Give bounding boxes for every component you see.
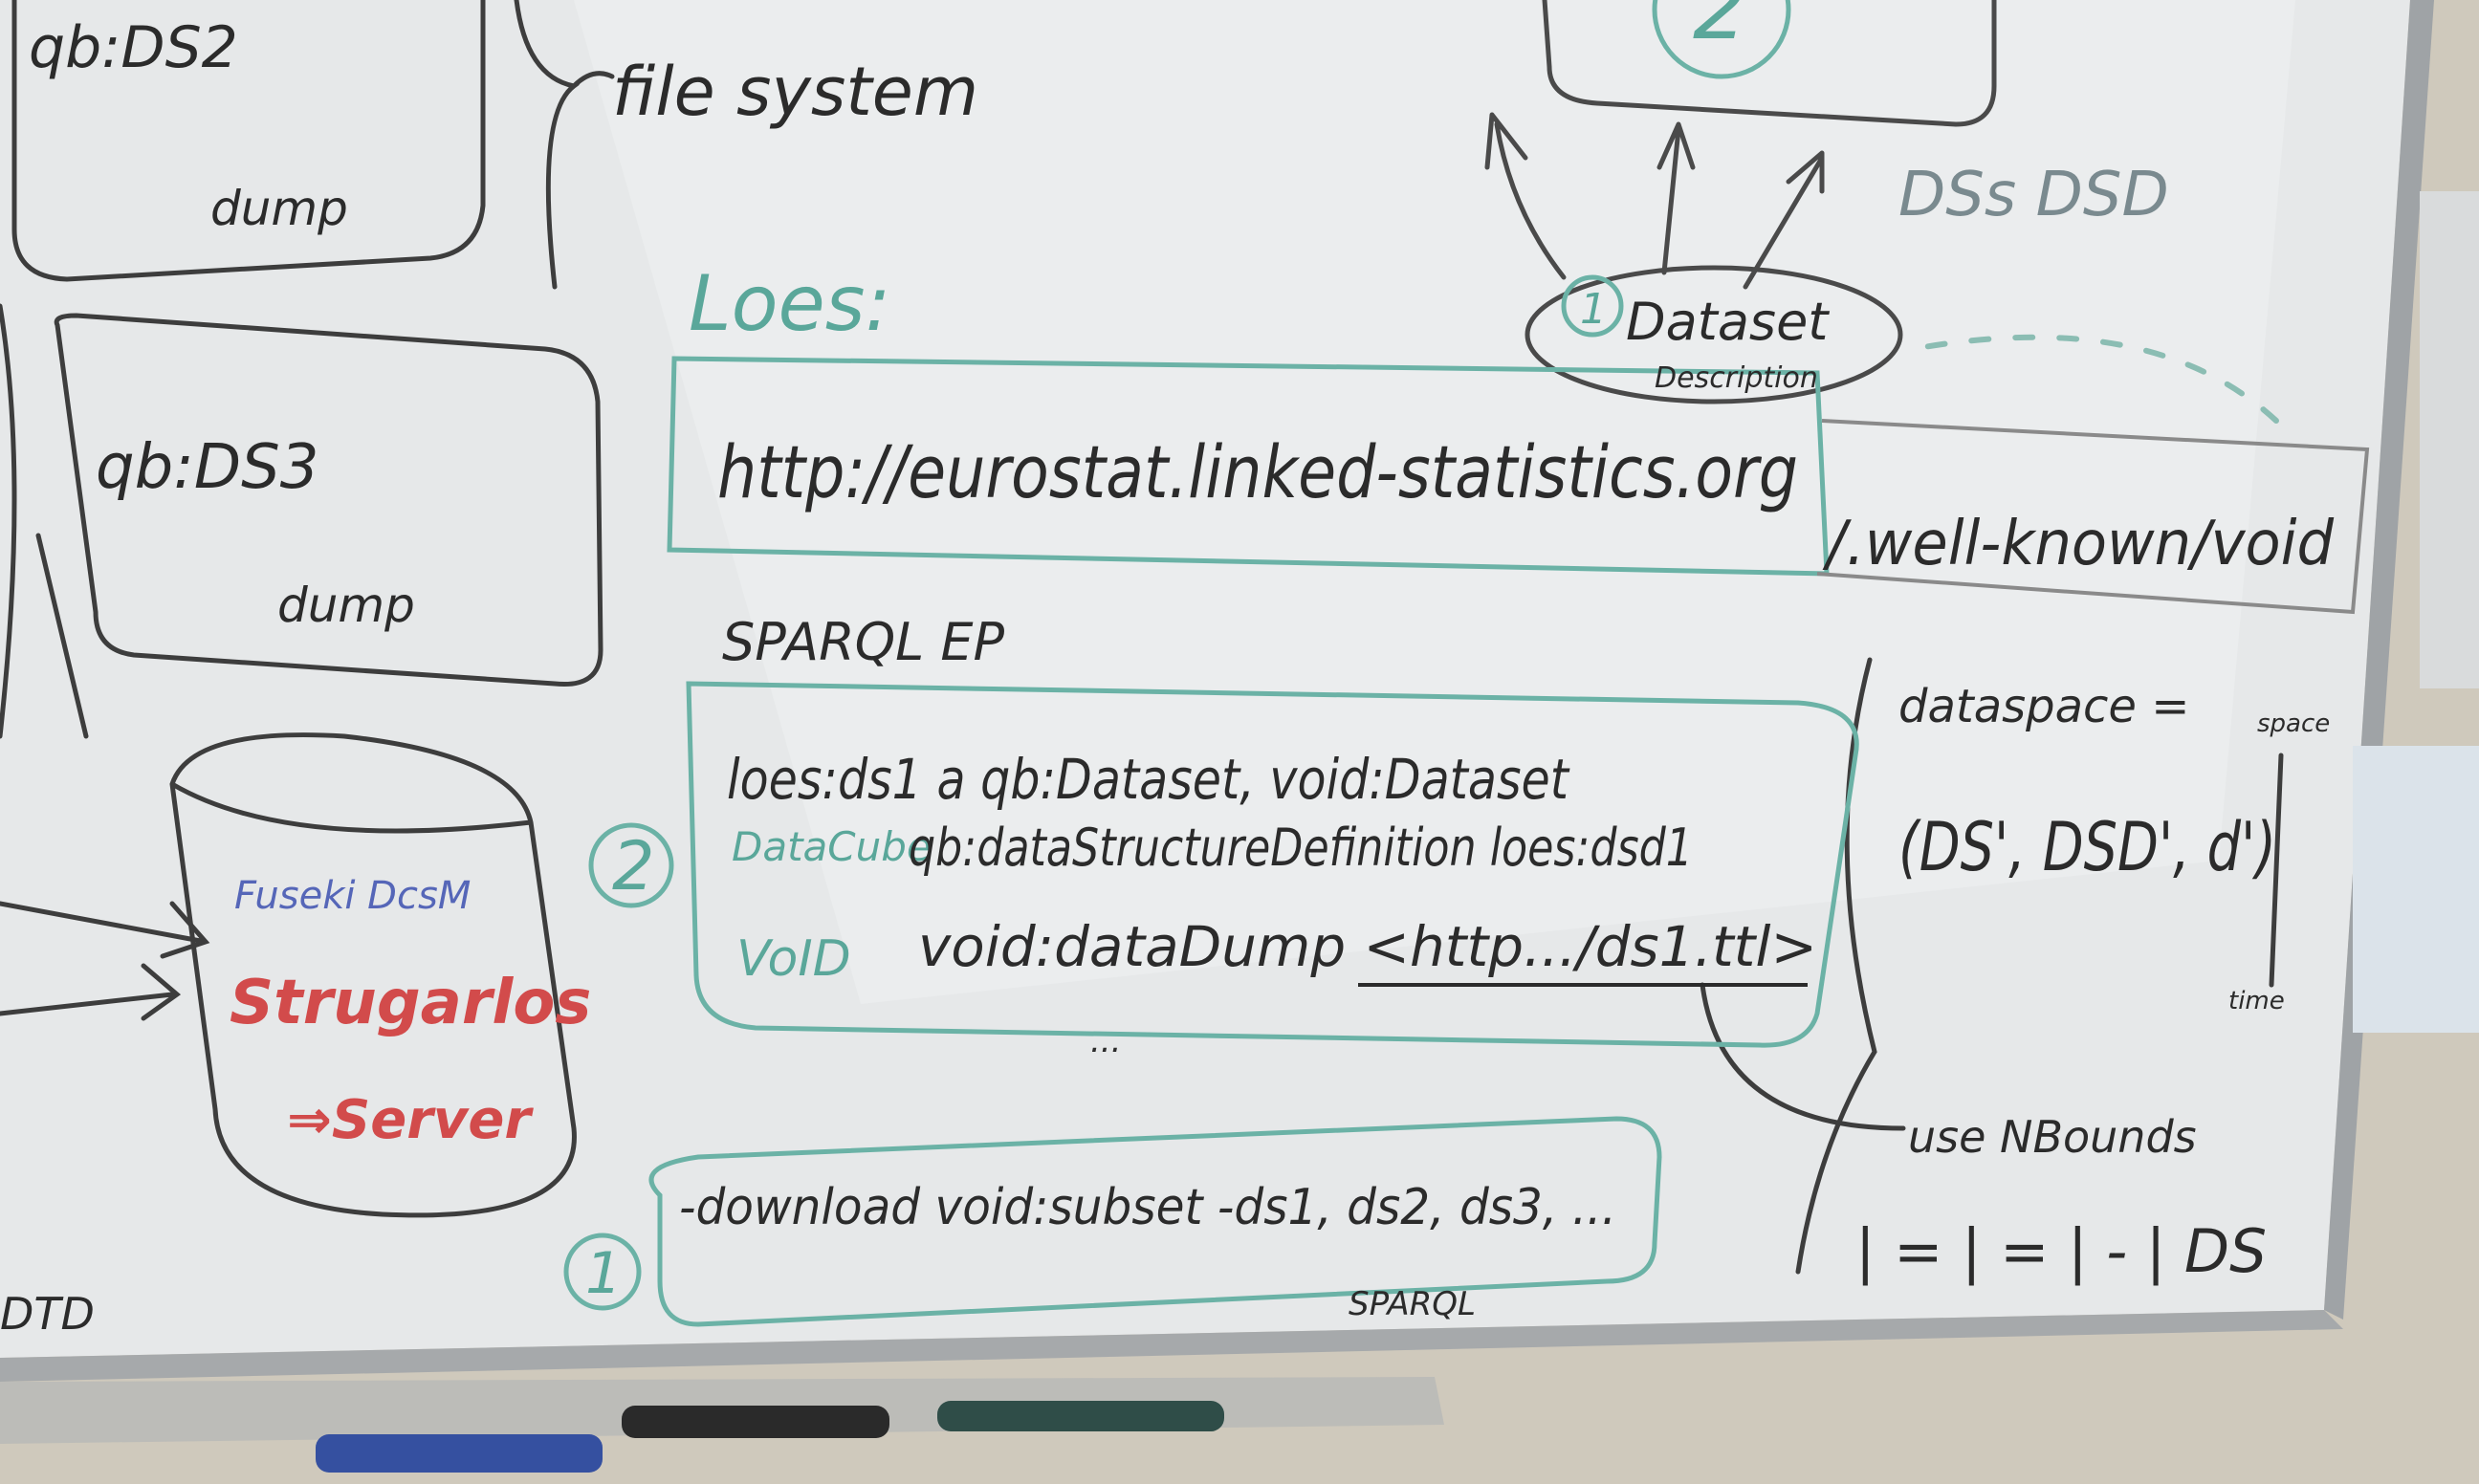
- dataspace-label: dataspace =: [1898, 680, 2189, 733]
- sparql-line-3: void:dataDump <http.../ds1.ttl>: [918, 914, 1817, 979]
- arrow-into-cylinder-2: [0, 963, 182, 1021]
- right-tall-bracket: [1795, 657, 1877, 1275]
- wall-paper: [2353, 746, 2479, 1033]
- sparql-box: [686, 681, 1859, 1048]
- box2-label: qb:DS3: [96, 432, 318, 503]
- sparql-line-2-prefix: DataCube: [732, 823, 932, 870]
- dataset-label-1: Dataset: [1626, 292, 1830, 352]
- marker-blue: [316, 1434, 603, 1473]
- cylinder-outline: [169, 732, 577, 1218]
- box1-sub: dump: [210, 181, 348, 236]
- file-system-label: file system: [612, 53, 978, 131]
- marker-teal: [937, 1401, 1224, 1431]
- wall-poster: [2420, 191, 2479, 688]
- step-1-circle: [563, 1233, 642, 1311]
- sparql-line-1: loes:ds1 a qb:Dataset, void:Dataset: [727, 747, 1570, 812]
- cylinder-red-label-1: Strugarlos: [230, 968, 591, 1038]
- use-nbounds-curve: [1700, 982, 1906, 1131]
- bars-row: | = | = | - | DS: [1855, 1216, 2267, 1287]
- tuple-right-line: [2269, 753, 2284, 988]
- whiteboard-frame-right: [2324, 0, 2434, 1320]
- url-main: http://eurostat.linked-statistics.org: [717, 429, 1798, 514]
- sparql-ellipsis: ...: [1090, 1022, 1121, 1060]
- dotted-arrow-to-dataset: [1910, 334, 2279, 424]
- arrow-to-box-mid: [1656, 121, 1696, 275]
- loes-label: Loes:: [689, 259, 890, 348]
- top-box-number: 2: [1693, 0, 1747, 59]
- tiny-time-label: time: [2228, 987, 2285, 1015]
- dump-box-top: [11, 0, 486, 282]
- tiny-space-label: space: [2257, 709, 2330, 738]
- sparql-label: SPARQL EP: [722, 612, 1004, 672]
- left-edge-line: [0, 303, 89, 739]
- download-box: [648, 1116, 1662, 1327]
- arrow-to-box-right: [1743, 150, 1825, 290]
- file-system-bracket: [514, 0, 615, 290]
- sparql-small-label: SPARQL: [1349, 1285, 1476, 1323]
- cylinder-red-label-2: ⇒Server: [287, 1089, 534, 1151]
- sparql-line-3-prefix: VoID: [736, 930, 851, 988]
- arrow-into-cylinder-1: [0, 901, 210, 959]
- step-2-circle: [588, 822, 674, 908]
- top-box-number-circle: [1652, 0, 1791, 79]
- sparql-line-2: qb:dataStructureDefinition loes:dsd1: [909, 818, 1693, 878]
- dataset-number: 1: [1580, 285, 1607, 334]
- top-right-box: [1542, 0, 1997, 127]
- step-2-number: 2: [612, 827, 655, 906]
- whiteboard-frame-bottom: [0, 1310, 2343, 1382]
- whiteboard-glare: [574, 0, 2295, 1004]
- use-nbounds-label: use NBounds: [1908, 1111, 2197, 1163]
- dataset-number-circle: [1561, 274, 1624, 338]
- dataset-label-2: Description: [1655, 361, 1818, 395]
- arrow-to-box-left: [1484, 112, 1567, 280]
- download-line: -download void:subset -ds1, ds2, ds3, ..…: [679, 1179, 1616, 1236]
- url-suffix-box: [1816, 419, 2370, 615]
- bottom-left-label: DTD: [0, 1288, 95, 1340]
- step-1-number: 1: [585, 1240, 622, 1307]
- url-suffix: /.well-known/void: [1822, 509, 2334, 579]
- dataset-description-ellipse: [1525, 265, 1903, 404]
- marker-black: [622, 1406, 889, 1438]
- cylinder-blue-label: Fuseki DcsM: [234, 874, 471, 918]
- dsd-label: DSs DSD: [1898, 160, 2169, 230]
- dump-box-middle: [54, 313, 603, 687]
- dataspace-tuple: (DS', DSD', d'): [1898, 808, 2276, 886]
- box2-sub: dump: [277, 578, 415, 633]
- box1-label: qb:DS2: [29, 14, 238, 81]
